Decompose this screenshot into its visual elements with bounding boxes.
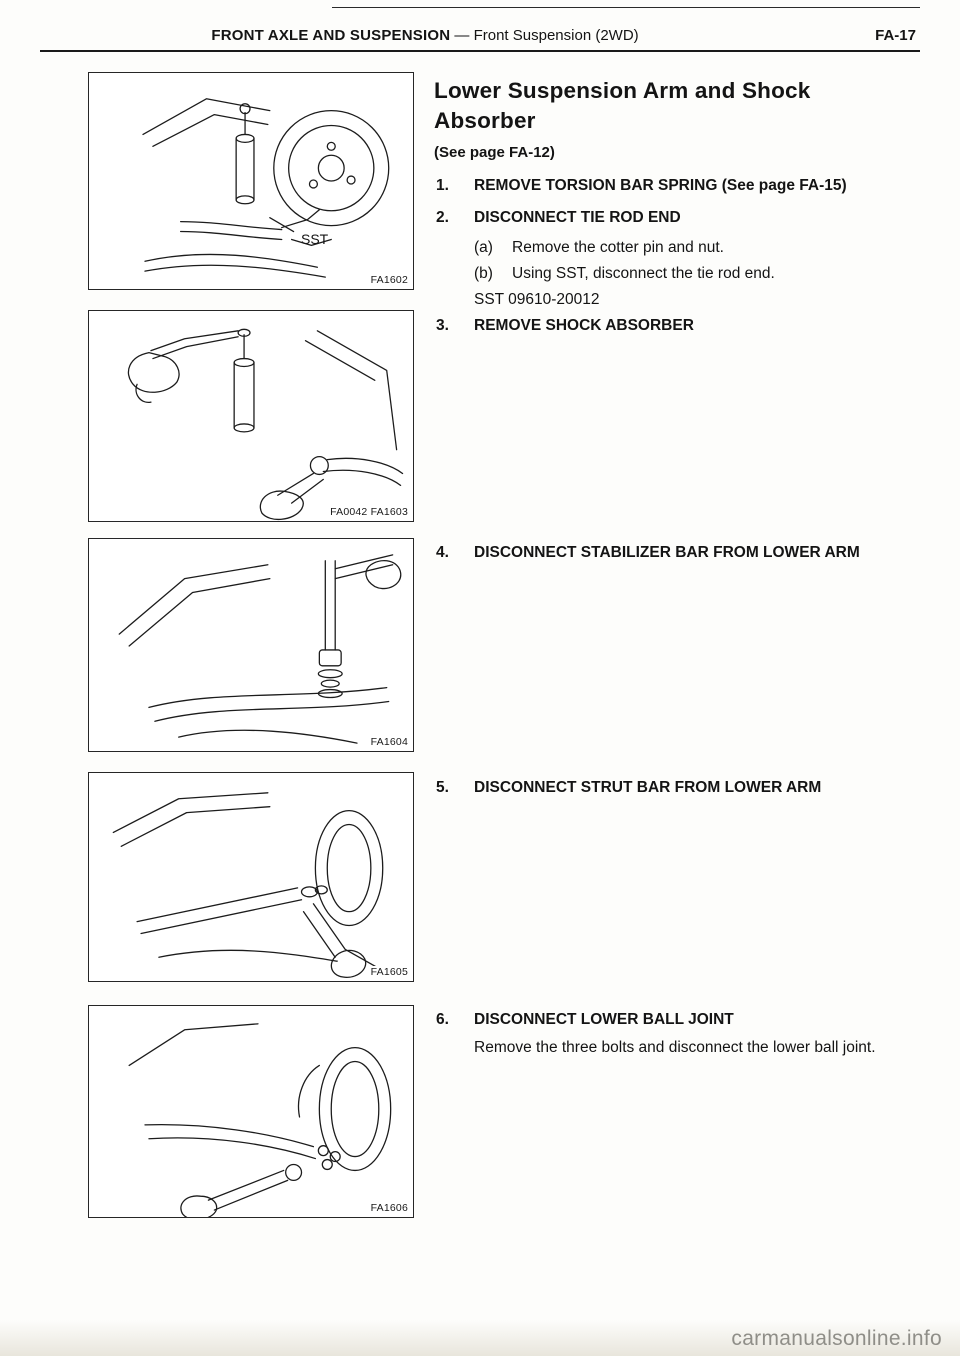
step-5-title: DISCONNECT STRUT BAR FROM LOWER ARM [474, 779, 822, 796]
lower-ball-joint-illustration [128, 1023, 392, 1217]
top-rule [332, 7, 920, 8]
step-2a: (a) Remove the cotter pin and nut. [474, 238, 934, 258]
figure-code-4: FA1605 [367, 966, 408, 978]
step-6-body: Remove the three bolts and disconnect th… [474, 1039, 876, 1056]
step-6-title: DISCONNECT LOWER BALL JOINT [474, 1011, 734, 1028]
figure-shock-absorber: FA0042 FA1603 [88, 310, 414, 522]
shock-absorber-illustration [127, 328, 404, 520]
figure-lower-ball-joint: FA1606 [88, 1005, 414, 1218]
bottom-band [0, 1320, 960, 1356]
figure-code-2: FA0042 FA1603 [327, 506, 408, 518]
sst-callout-label: SST [301, 231, 329, 247]
figure-code-1: FA1602 [367, 274, 408, 286]
step-4-number: 4. [436, 544, 449, 561]
step-3-number: 3. [436, 317, 449, 334]
figure-stabilizer-bar: FA1604 [88, 538, 414, 752]
step-4-title: DISCONNECT STABILIZER BAR FROM LOWER ARM [474, 544, 860, 561]
step-2-title: DISCONNECT TIE ROD END [474, 209, 681, 226]
step-2a-text: Remove the cotter pin and nut. [512, 239, 724, 256]
section-title: Lower Suspension Arm and Shock Absorber [434, 76, 934, 136]
header-title: FRONT AXLE AND SUSPENSION — Front Suspen… [40, 27, 810, 44]
step-2: 2. DISCONNECT TIE ROD END [436, 208, 936, 228]
tie-rod-sst-illustration [142, 98, 390, 278]
step-2b-text: Using SST, disconnect the tie rod end. [512, 265, 775, 282]
figure-code-3: FA1604 [367, 736, 408, 748]
step-1-title: REMOVE TORSION BAR SPRING (See page FA-1… [474, 177, 847, 194]
step-2b-label: (b) [474, 265, 493, 282]
header-title-sub: — Front Suspension (2WD) [454, 27, 639, 44]
figure-tie-rod-sst: SST FA1602 [88, 72, 414, 290]
see-page-reference: (See page FA-12) [434, 144, 555, 161]
step-5: 5. DISCONNECT STRUT BAR FROM LOWER ARM [436, 778, 936, 798]
watermark-text: carmanualsonline.info [731, 1327, 942, 1350]
step-1: 1. REMOVE TORSION BAR SPRING (See page F… [436, 176, 936, 196]
stabilizer-bar-illustration [118, 554, 402, 744]
step-3-title: REMOVE SHOCK ABSORBER [474, 317, 694, 334]
step-6-number: 6. [436, 1011, 449, 1028]
figure-code-5: FA1606 [367, 1202, 408, 1214]
step-1-number: 1. [436, 177, 449, 194]
section-title-line1: Lower Suspension Arm and Shock [434, 78, 811, 103]
strut-bar-illustration [112, 792, 384, 978]
step-3: 3. REMOVE SHOCK ABSORBER [436, 316, 936, 336]
section-title-line2: Absorber [434, 108, 536, 133]
step-6: 6. DISCONNECT LOWER BALL JOINT [436, 1010, 936, 1030]
sst-part-number: SST 09610-20012 [474, 291, 600, 308]
step-4: 4. DISCONNECT STABILIZER BAR FROM LOWER … [436, 543, 936, 563]
page-number: FA-17 [875, 27, 916, 44]
figure-strut-bar: FA1605 [88, 772, 414, 982]
header-rule [40, 50, 920, 52]
step-2a-label: (a) [474, 239, 493, 256]
page-header: FRONT AXLE AND SUSPENSION — Front Suspen… [40, 27, 920, 49]
header-title-section: FRONT AXLE AND SUSPENSION [211, 27, 451, 44]
step-2b: (b) Using SST, disconnect the tie rod en… [474, 264, 934, 284]
step-2-number: 2. [436, 209, 449, 226]
step-5-number: 5. [436, 779, 449, 796]
